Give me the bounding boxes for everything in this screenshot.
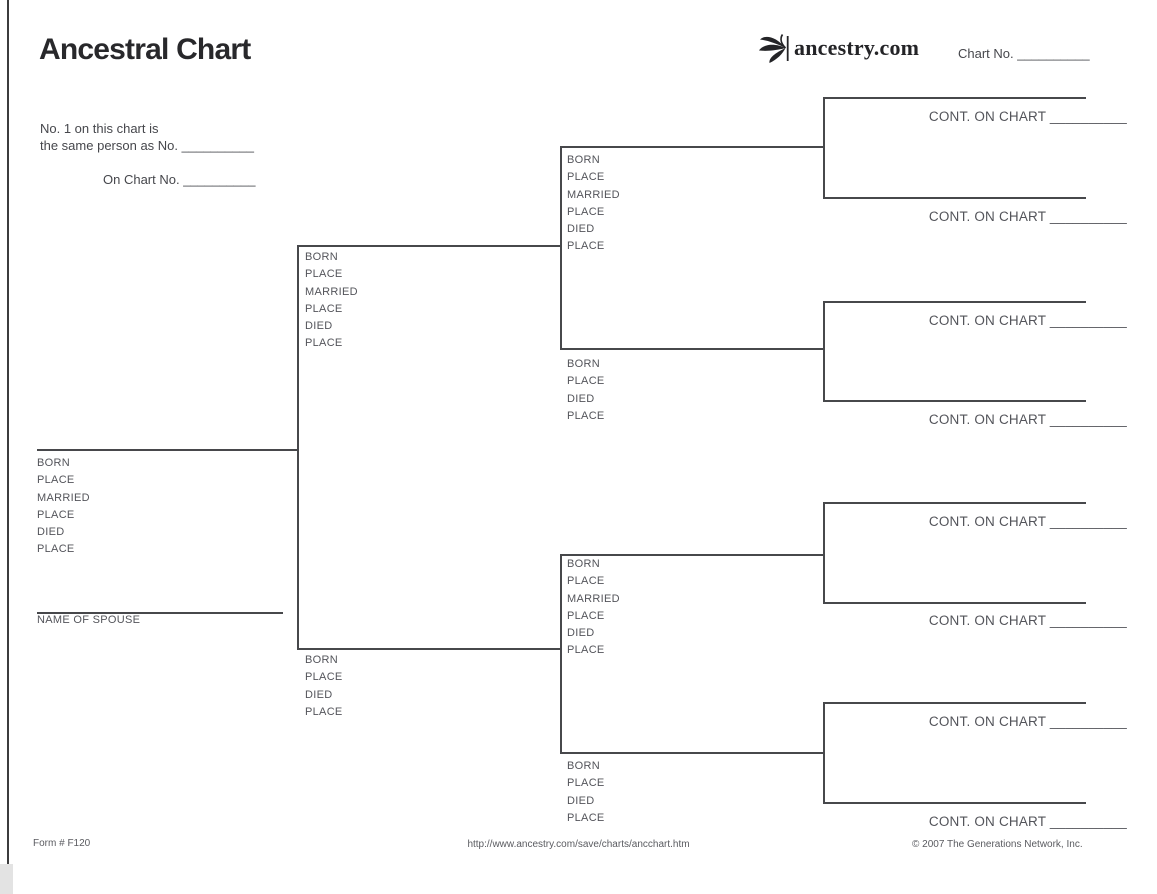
field-label: PLACE: [37, 508, 75, 521]
field-label: PLACE: [567, 171, 605, 184]
field-label: PLACE: [567, 575, 605, 588]
greatgrandparent8-name-line: [823, 802, 1086, 804]
cont-on-chart-2: CONT. ON CHART __________: [928, 209, 1127, 224]
person1-name-line: [37, 449, 297, 451]
field-label: PLACE: [305, 705, 343, 718]
grandfather1-field-labels: BORN PLACE MARRIED PLACE DIED PLACE: [567, 152, 620, 256]
note-line-2: the same person as No. __________: [40, 138, 254, 153]
field-label: BORN: [567, 760, 600, 772]
field-label: PLACE: [37, 543, 75, 556]
field-label: PLACE: [305, 671, 343, 684]
spouse-name-label: NAME OF SPOUSE: [37, 614, 141, 626]
ancestry-logo: ancestry.com: [756, 31, 919, 65]
chart-reference-note: No. 1 on this chart is the same person a…: [40, 120, 254, 154]
gen4-bracket1-vertical: [823, 97, 825, 198]
ancestry-leaf-icon: [756, 31, 790, 65]
field-label: DIED: [567, 627, 595, 640]
greatgrandparent3-name-line: [823, 301, 1086, 303]
gen4-bracket4-vertical: [823, 702, 825, 803]
field-label: PLACE: [567, 644, 605, 657]
field-label: PLACE: [567, 375, 605, 388]
field-label: DIED: [305, 688, 333, 701]
person1-field-labels: BORN PLACE MARRIED PLACE DIED PLACE: [37, 455, 90, 559]
cont-on-chart-6: CONT. ON CHART __________: [928, 613, 1127, 628]
field-label: MARRIED: [305, 285, 358, 298]
greatgrandparent4-name-line: [823, 400, 1086, 402]
chart-no-blank: Chart No. __________: [958, 46, 1090, 61]
field-label: PLACE: [567, 409, 605, 422]
greatgrandparent2-name-line: [823, 197, 1086, 199]
field-label: DIED: [567, 794, 595, 807]
field-label: PLACE: [567, 240, 605, 253]
spouse-name-line: [37, 612, 283, 614]
grandmother2-field-labels: BORN PLACE DIED PLACE: [567, 758, 605, 827]
ancestry-logo-text: ancestry.com: [794, 35, 920, 60]
field-label: BORN: [37, 457, 70, 469]
field-label: DIED: [567, 223, 595, 236]
mother-name-line: [297, 648, 561, 650]
on-chart-no-blank: On Chart No. __________: [103, 172, 256, 187]
field-label: MARRIED: [567, 188, 620, 201]
field-label: PLACE: [37, 474, 75, 487]
field-label: PLACE: [305, 268, 343, 281]
field-label: PLACE: [305, 337, 343, 350]
grandfather1-name-line: [560, 146, 824, 148]
cont-on-chart-7: CONT. ON CHART __________: [928, 714, 1127, 729]
greatgrandparent1-name-line: [823, 97, 1086, 99]
page-title: Ancestral Chart: [39, 33, 251, 66]
cont-on-chart-1: CONT. ON CHART __________: [928, 109, 1127, 124]
field-label: DIED: [305, 320, 333, 333]
grandfather2-field-labels: BORN PLACE MARRIED PLACE DIED PLACE: [567, 556, 620, 660]
field-label: BORN: [567, 154, 600, 166]
field-label: BORN: [305, 251, 338, 263]
footer-url: http://www.ancestry.com/save/charts/ancc…: [467, 839, 690, 850]
grandmother1-name-line: [560, 348, 824, 350]
note-line-1: No. 1 on this chart is: [40, 121, 159, 136]
mother-field-labels: BORN PLACE DIED PLACE: [305, 652, 343, 721]
greatgrandparent6-name-line: [823, 602, 1086, 604]
field-label: MARRIED: [37, 491, 90, 504]
grandfather2-name-line: [560, 554, 824, 556]
father-field-labels: BORN PLACE MARRIED PLACE DIED PLACE: [305, 249, 358, 353]
grandmother1-field-labels: BORN PLACE DIED PLACE: [567, 356, 605, 425]
field-label: PLACE: [567, 205, 605, 218]
greatgrandparent5-name-line: [823, 502, 1086, 504]
field-label: DIED: [567, 392, 595, 405]
form-number: Form # F120: [33, 838, 91, 849]
cont-on-chart-3: CONT. ON CHART __________: [928, 313, 1127, 328]
gen3-paternal-bracket-vertical: [560, 146, 562, 350]
gen4-bracket2-vertical: [823, 301, 825, 401]
field-label: BORN: [567, 558, 600, 570]
footer-copyright: © 2007 The Generations Network, Inc.: [912, 839, 1083, 850]
field-label: PLACE: [305, 302, 343, 315]
field-label: PLACE: [567, 609, 605, 622]
gen2-bracket-vertical: [297, 245, 299, 650]
cont-on-chart-5: CONT. ON CHART __________: [928, 514, 1127, 529]
field-label: MARRIED: [567, 592, 620, 605]
cont-on-chart-8: CONT. ON CHART __________: [928, 814, 1127, 829]
gen4-bracket3-vertical: [823, 502, 825, 603]
gen3-maternal-bracket-vertical: [560, 554, 562, 754]
field-label: DIED: [37, 526, 65, 539]
grandmother2-name-line: [560, 752, 824, 754]
field-label: BORN: [305, 654, 338, 666]
page-left-edge: [7, 0, 9, 882]
field-label: PLACE: [567, 811, 605, 824]
scan-smudge: [0, 864, 13, 894]
field-label: BORN: [567, 358, 600, 370]
greatgrandparent7-name-line: [823, 702, 1086, 704]
cont-on-chart-4: CONT. ON CHART __________: [928, 412, 1127, 427]
field-label: PLACE: [567, 777, 605, 790]
father-name-line: [297, 245, 561, 247]
